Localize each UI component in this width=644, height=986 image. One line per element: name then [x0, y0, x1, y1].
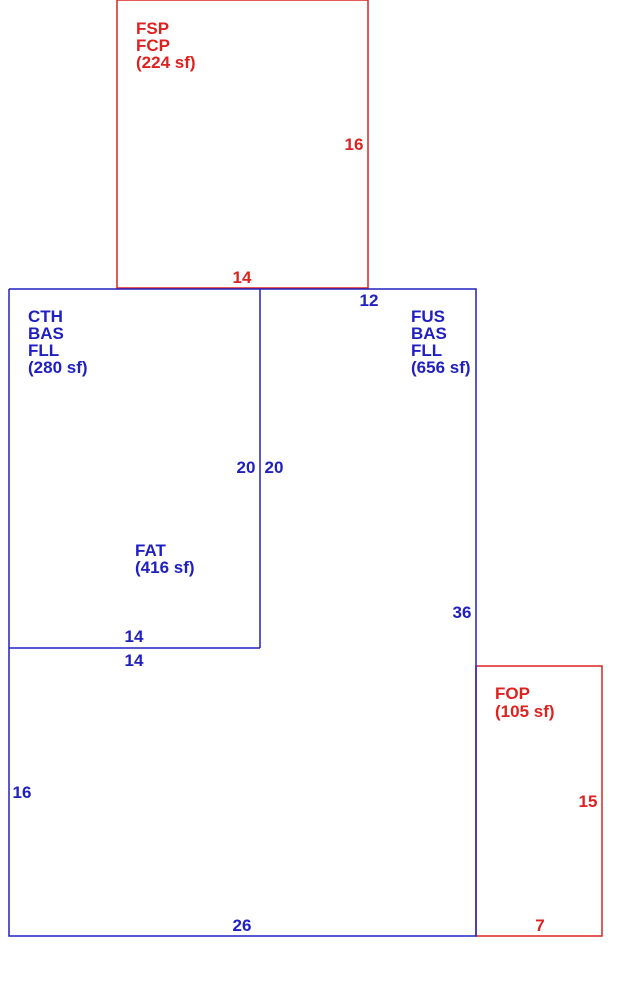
dim-fsp-bottom: 14 — [233, 268, 252, 287]
fat-label: FAT (416 sf) — [135, 541, 195, 577]
fus-label: FUS BAS FLL (656 sf) — [411, 307, 471, 377]
dim-cth-right-inner: 20 — [237, 458, 256, 477]
fsp-label: FSP FCP (224 sf) — [136, 19, 196, 72]
dim-left-lower: 16 — [13, 783, 32, 802]
dim-fop-bottom: 7 — [535, 916, 544, 935]
cth-label: CTH BAS FLL (280 sf) — [28, 307, 88, 377]
dim-fsp-right: 16 — [345, 135, 364, 154]
main-building-outline — [8, 288, 477, 937]
fop-label: FOP (105 sf) — [495, 684, 555, 721]
dim-fus-left-inner: 20 — [265, 458, 284, 477]
dim-fop-right: 15 — [579, 792, 598, 811]
fsp-area-outline — [116, 0, 369, 289]
dim-bottom: 26 — [233, 916, 252, 935]
dim-fat-bottom-upper: 14 — [125, 627, 144, 646]
dim-top-right-segment: 12 — [360, 291, 379, 310]
dim-right-side: 36 — [453, 603, 472, 622]
dim-fat-bottom-lower: 14 — [125, 651, 144, 670]
